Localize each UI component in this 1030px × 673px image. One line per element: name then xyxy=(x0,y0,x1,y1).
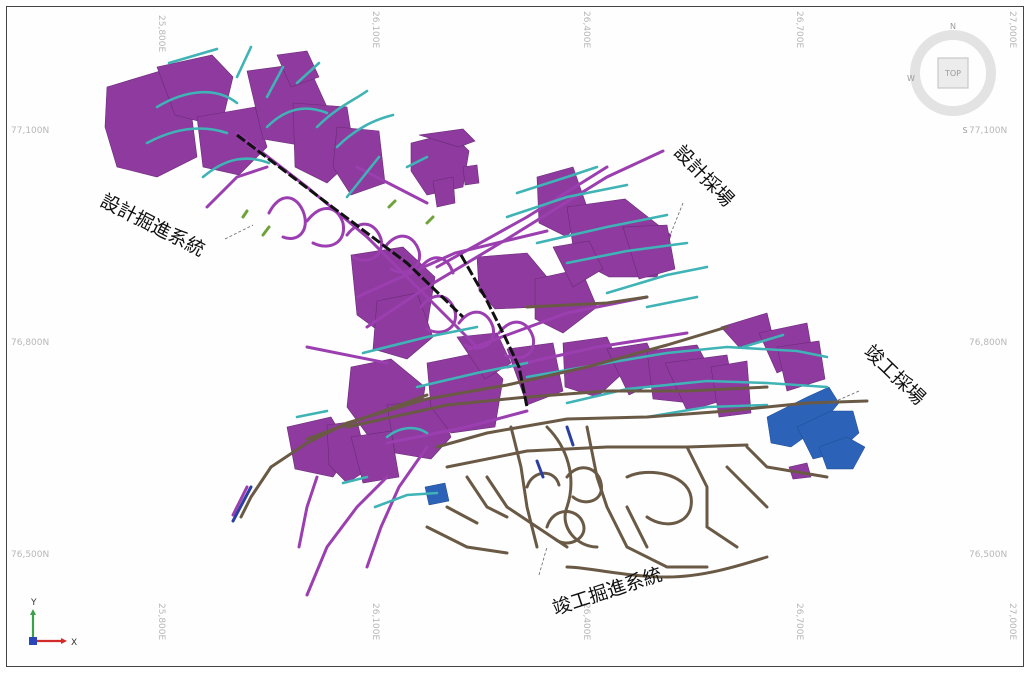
vent-stubs-layer xyxy=(241,199,435,237)
design-stopes-layer xyxy=(104,50,826,484)
northing-label-left: 77,100N xyxy=(11,126,49,136)
easting-label-bottom: 26,100E xyxy=(370,603,380,640)
view-cube-face: TOP xyxy=(944,69,961,78)
mine-layout-drawing[interactable]: 25,800E 26,100E 26,400E 26,700E 27,000E … xyxy=(7,7,1023,666)
easting-label-top: 25,800E xyxy=(156,15,166,52)
annotation-leaders xyxy=(224,202,860,576)
view-cube-south: S xyxy=(962,126,967,135)
easting-label-top: 26,400E xyxy=(581,11,591,48)
northing-label-left: 76,800N xyxy=(11,338,49,348)
map-viewport[interactable]: 25,800E 26,100E 26,400E 26,700E 27,000E … xyxy=(6,6,1024,667)
easting-label-bottom: 26,400E xyxy=(581,603,591,640)
easting-label-top: 27,000E xyxy=(1007,11,1017,48)
northing-label-right: 76,500N xyxy=(969,550,1007,560)
northing-label-right: 77,100N xyxy=(969,126,1007,136)
cyan-drives-layer xyxy=(145,45,829,509)
shaft-lines-layer xyxy=(236,133,529,408)
easting-label-bottom: 26,700E xyxy=(794,603,804,640)
view-cube-north: N xyxy=(950,22,956,31)
easting-label-top: 26,700E xyxy=(794,11,804,48)
northing-label-right: 76,800N xyxy=(969,338,1007,348)
easting-label-bottom: 25,800E xyxy=(156,603,166,640)
asbuilt-drives-layer xyxy=(239,295,869,579)
design-stopes-label: 設計採場 xyxy=(669,141,738,211)
design-development-label: 設計掘進系統 xyxy=(97,190,209,261)
easting-label-top: 26,100E xyxy=(370,11,380,48)
view-cube-icon[interactable]: TOP N S W xyxy=(907,22,996,135)
view-cube-west: W xyxy=(907,74,915,83)
grid-labels: 25,800E 26,100E 26,400E 26,700E 27,000E … xyxy=(11,11,1017,640)
completed-stopes-label: 竣工採場 xyxy=(860,341,930,410)
asbuilt-blue-drives-layer xyxy=(231,425,575,523)
axis-y-label: Y xyxy=(30,598,37,608)
easting-label-bottom: 27,000E xyxy=(1007,603,1017,640)
axis-x-label: X xyxy=(71,638,77,648)
northing-label-left: 76,500N xyxy=(11,550,49,560)
axis-triad-icon: Y X xyxy=(29,598,77,648)
